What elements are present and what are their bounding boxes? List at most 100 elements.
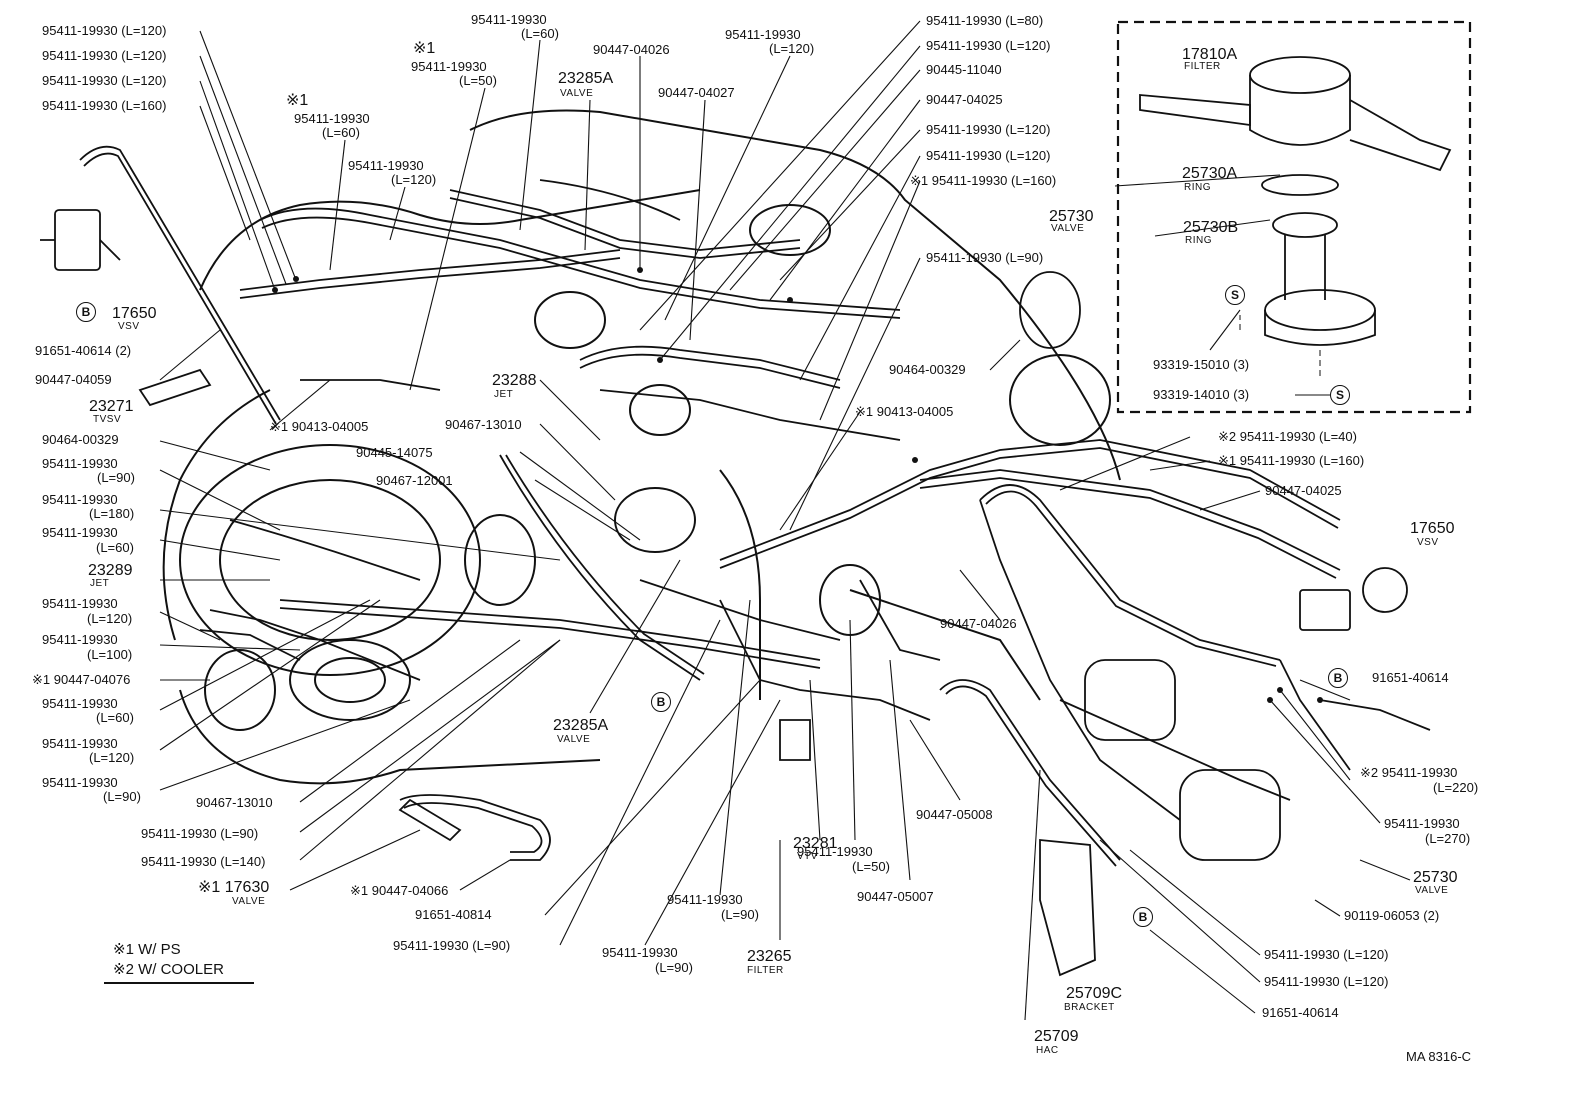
label-part-25730b: 25730B [1183, 219, 1239, 236]
label-part-17650-left: 17650 [112, 305, 157, 322]
label-hose-120-i: 95411-19930 [42, 596, 118, 611]
label-hose-60-c: 95411-19930 [42, 525, 118, 540]
label-tee-90413-04005-left: ※1 90413-04005 [270, 419, 369, 434]
label-part-17810a: 17810A [1182, 46, 1238, 63]
label-hose-60-d: 95411-19930 [42, 696, 118, 711]
label-hose-60-b: 95411-19930 [471, 12, 547, 27]
label-screw-93319-14010: 93319-14010 (3) [1153, 387, 1250, 402]
label-hose-100: 95411-19930 [42, 632, 118, 647]
label-jet-23289: JET [90, 578, 110, 589]
label-hose-50-b: 95411-19930 [797, 844, 873, 859]
label-hose-120-j-len: (L=120) [89, 750, 135, 765]
label-hose-120-k: 95411-19930 (L=120) [1264, 947, 1389, 962]
label-hose-120-l: 95411-19930 (L=120) [1264, 974, 1389, 989]
note-mark-1-a: ※1 [286, 92, 309, 109]
label-part-25730-inset: 25730 [1049, 208, 1094, 225]
leader-lines [159, 20, 1411, 1021]
label-screw-93319-15010: 93319-15010 (3) [1153, 357, 1250, 372]
label-hose-160-ps-right: ※1 95411-19930 (L=160) [1218, 453, 1365, 468]
label-clamp-90447-04066: ※1 90447-04066 [350, 883, 449, 898]
label-hose-50: 95411-19930 [411, 59, 487, 74]
label-hose-60-a-len: (L=60) [322, 125, 360, 140]
label-hose-90-f-len: (L=90) [655, 960, 693, 975]
label-hose-180: 95411-19930 [42, 492, 118, 507]
label-part-23285a-top: 23285A [558, 70, 614, 87]
marker-b-lower-right: B [1133, 907, 1153, 927]
small-clamps [272, 267, 1323, 703]
label-hose-220-len: (L=220) [1433, 780, 1479, 795]
label-hose-90-e: 95411-19930 (L=90) [393, 938, 511, 953]
label-ring-b: RING [1185, 235, 1212, 246]
inset-sketch-lines [1239, 315, 1321, 380]
label-hose-90-c: 95411-19930 [42, 775, 118, 790]
label-part-23265: 23265 [747, 948, 792, 965]
label-hose-120-h: 95411-19930 (L=120) [926, 148, 1051, 163]
label-hose-120-f: 95411-19930 (L=120) [926, 38, 1051, 53]
note-mark-1-b: ※1 [413, 40, 436, 57]
valve-components [40, 209, 1431, 977]
marker-s-lower: S [1330, 385, 1350, 405]
label-hose-160-ps: ※1 95411-19930 (L=160) [910, 173, 1057, 188]
label-part-17630: ※1 17630 [198, 879, 270, 896]
label-ring-a: RING [1184, 182, 1211, 193]
label-part-23289: 23289 [88, 562, 133, 579]
label-vsv-right: VSV [1417, 537, 1439, 548]
label-part-25730a: 25730A [1182, 165, 1238, 182]
label-clamp-90447-05007: 90447-05007 [857, 889, 934, 904]
label-hose-120-g: 95411-19930 (L=120) [926, 122, 1051, 137]
label-part-25709: 25709 [1034, 1028, 1079, 1045]
label-hose-90-c-len: (L=90) [103, 789, 141, 804]
label-hose-270-len: (L=270) [1425, 831, 1471, 846]
marker-s-upper: S [1225, 285, 1245, 305]
legend-underline [104, 982, 254, 984]
label-union-90445-11040: 90445-11040 [926, 62, 1002, 77]
label-hose-90-f: 95411-19930 [602, 945, 678, 960]
label-hose-100-len: (L=100) [87, 647, 133, 662]
inset-parts [1139, 56, 1452, 346]
label-part-23285a-bottom: 23285A [553, 717, 609, 734]
label-hose-90-b: 95411-19930 [42, 456, 118, 471]
marker-b-right: B [1328, 668, 1348, 688]
label-hose-50-len: (L=50) [459, 73, 497, 88]
label-filter-inset: FILTER [1184, 61, 1221, 72]
label-valve-17630: VALVE [232, 896, 266, 907]
label-clamp-90447-04025-top: 90447-04025 [926, 92, 1003, 107]
label-hose-120-d: 95411-19930 [348, 158, 424, 173]
label-hose-60-a: 95411-19930 [294, 111, 370, 126]
label-hose-90-a: 95411-19930 (L=90) [926, 250, 1044, 265]
label-clamp-90447-04076: ※1 90447-04076 [32, 672, 131, 687]
label-bolt-91651-40814: 91651-40814 [415, 907, 492, 922]
label-bolt-91651-40614-lower: 91651-40614 [1262, 1005, 1339, 1020]
label-hose-120-i-len: (L=120) [87, 611, 133, 626]
label-clamp-90447-04026-right: 90447-04026 [940, 616, 1017, 631]
label-clamp-90447-04025-right: 90447-04025 [1265, 483, 1342, 498]
label-part-25730-right: 25730 [1413, 869, 1458, 886]
label-clamp-90447-05008: 90447-05008 [916, 807, 993, 822]
label-hose-50-b-len: (L=50) [852, 859, 890, 874]
label-hose-120-e-len: (L=120) [769, 41, 815, 56]
label-part-25709c: 25709C [1066, 985, 1123, 1002]
label-hose-90-d: 95411-19930 (L=90) [141, 826, 259, 841]
label-bracket: BRACKET [1064, 1002, 1115, 1013]
label-bolt-91651-40614-right: 91651-40614 [1372, 670, 1449, 685]
label-hose-90-b-len: (L=90) [97, 470, 135, 485]
label-clip-90467-13010-top: 90467-13010 [445, 417, 522, 432]
legend-note-2: ※2 W/ COOLER [113, 961, 224, 978]
label-hose-60-b-len: (L=60) [521, 26, 559, 41]
marker-b-left: B [76, 302, 96, 322]
label-clip-90467-12001: 90467-12001 [376, 473, 453, 488]
hose-lines [79, 145, 1351, 867]
label-union-90445-14075: 90445-14075 [356, 445, 433, 460]
label-filter-23265: FILTER [747, 965, 784, 976]
label-bolt-90119-06053: 90119-06053 (2) [1344, 908, 1440, 923]
label-valve-top: VALVE [560, 88, 594, 99]
label-hose-270: 95411-19930 [1384, 816, 1460, 831]
label-clamp-90447-04027: 90447-04027 [658, 85, 735, 100]
label-tvsv: TVSV [93, 414, 122, 425]
label-hose-120-c: 95411-19930 (L=120) [42, 73, 167, 88]
label-part-17650-right: 17650 [1410, 520, 1455, 537]
label-valve-25730-right: VALVE [1415, 885, 1449, 896]
label-hose-120-d-len: (L=120) [391, 172, 437, 187]
label-vtv: VTV [797, 851, 818, 862]
engine-outline [162, 109, 1121, 785]
